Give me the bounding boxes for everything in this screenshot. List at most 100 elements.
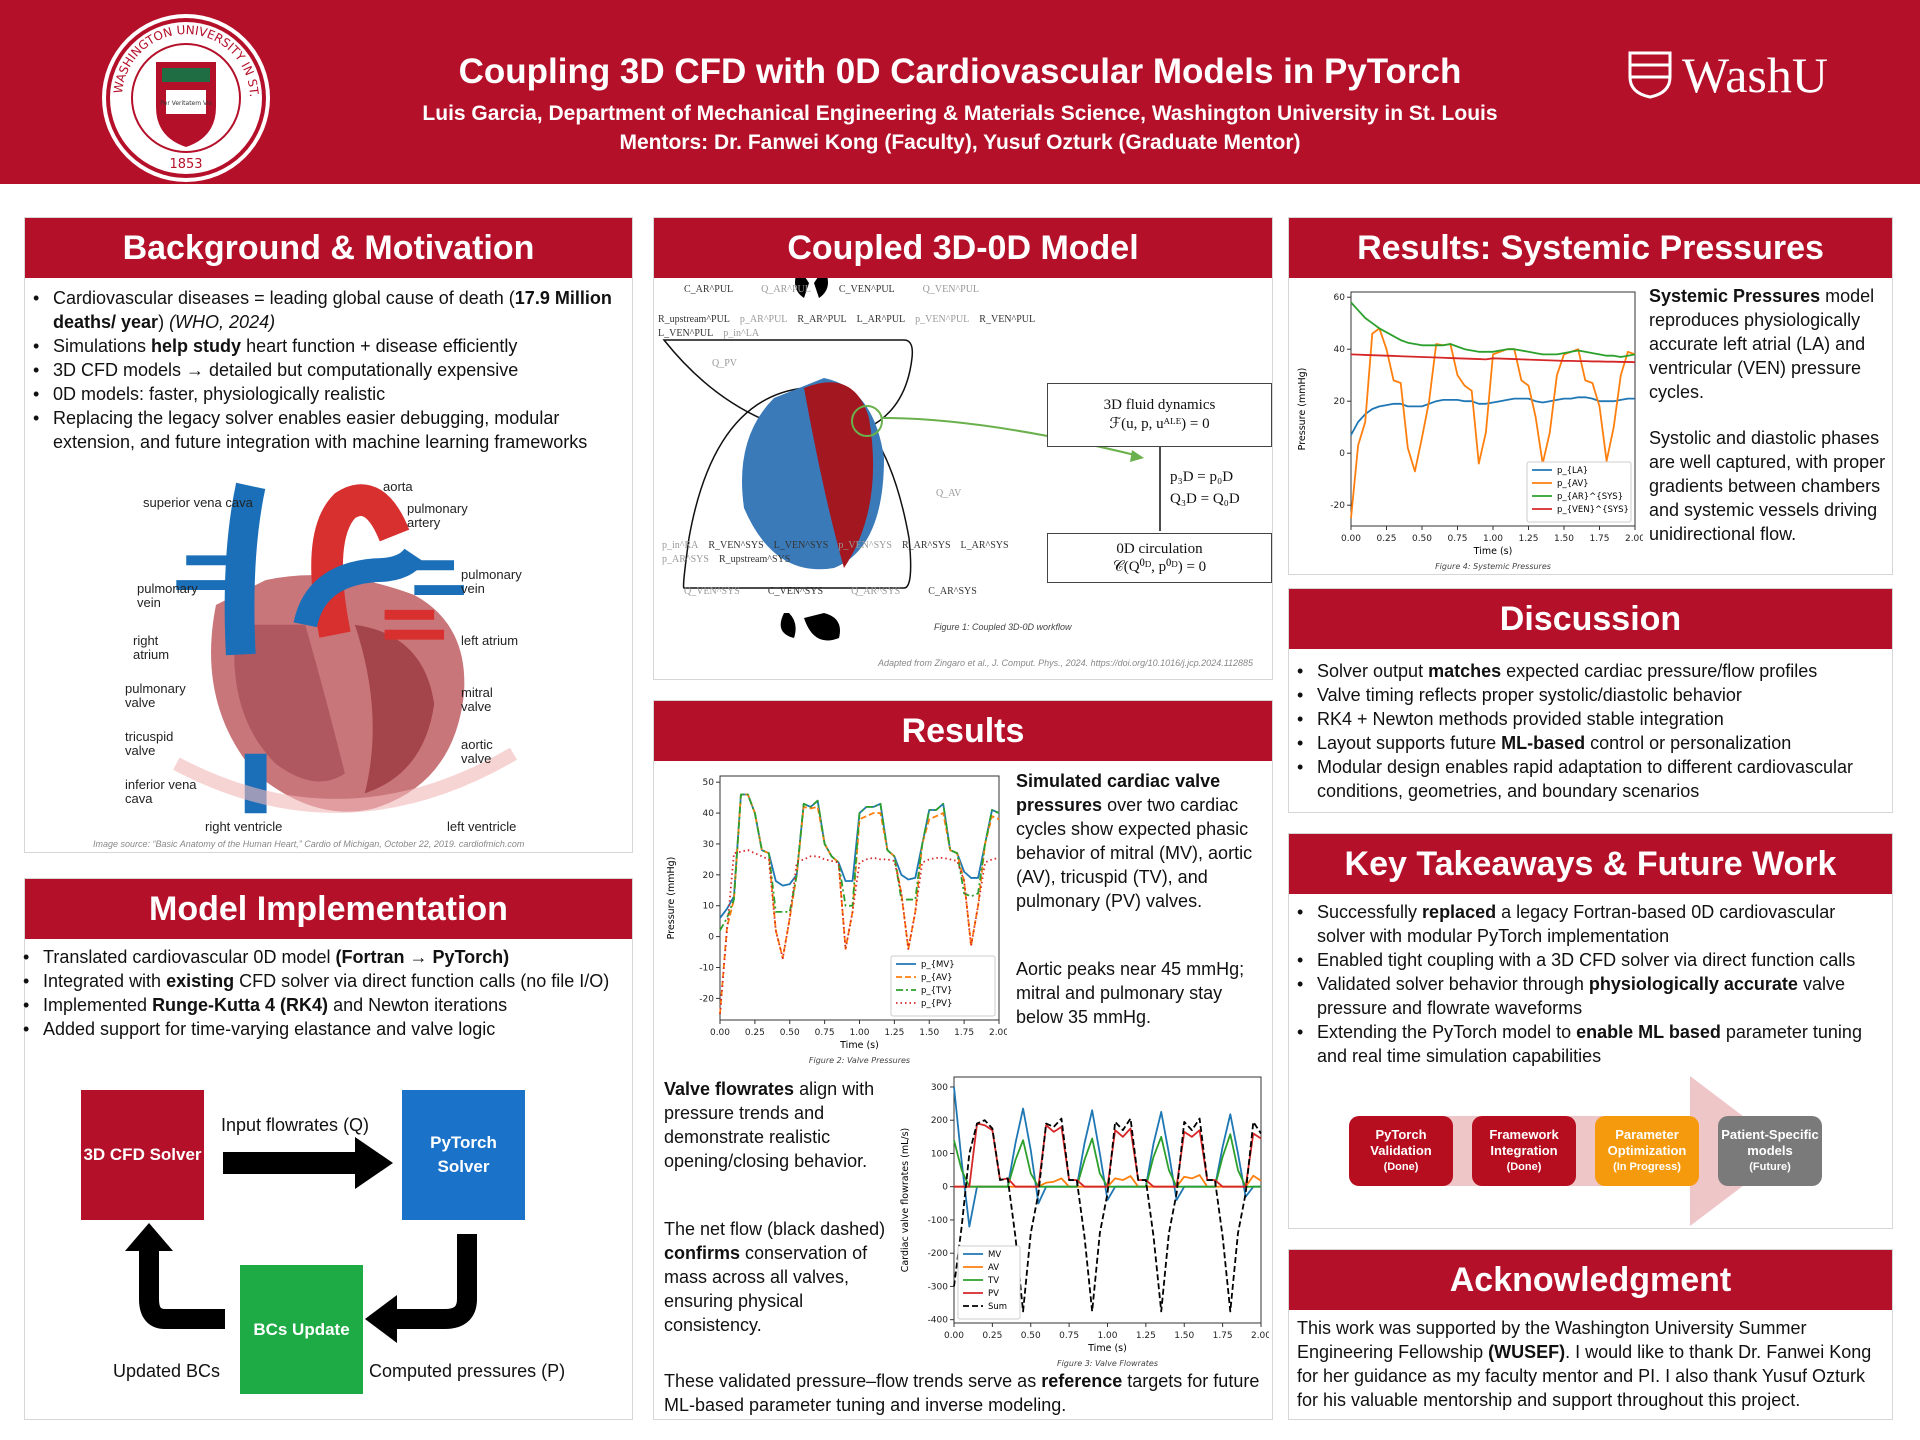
y-tick-label: 0 [708,933,714,943]
bullet-pre: Integrated with [43,971,167,991]
takeaways-panel: Key Takeaways & Future Work Successfully… [1288,833,1893,1229]
ack-bold: (WUSEF) [1488,1342,1566,1362]
systemic-paragraph-2: Systolic and diastolic phases are well c… [1649,428,1886,544]
bullet-item: Enabled tight coupling with a 3D CFD sol… [1289,948,1886,972]
bullet-item: Layout supports future ML-based control … [1289,731,1886,755]
bullet-item: 3D CFD models → detailed but computation… [25,358,628,382]
bullet-item: Added support for time-varying elastance… [15,1017,618,1041]
bullet-pre: Added support for time-varying elastance… [43,1019,496,1039]
label-tricuspid-valve: tricuspid valve [125,729,174,758]
x-tick-label: 0.25 [745,1028,765,1038]
bullet-post: a legacy Fortran-based 0D cardiovascular… [1317,902,1836,946]
x-tick-label: 1.50 [1554,534,1574,544]
y-tick-label: 10 [703,902,715,912]
p3-rest: align with pressure trends and demonstra… [664,1079,875,1171]
results-paragraph-4: The net flow (black dashed) confirms con… [664,1217,894,1337]
circuit-label: p_AR^PUL [739,314,788,325]
circuit-label: R_VEN^SYS [708,540,764,551]
x-tick-label: 1.25 [884,1028,904,1038]
circuit-label: C_VEN^SYS [767,586,824,597]
legend-box [957,1245,1021,1320]
roadmap-step: Patient-Specific models(Future) [1718,1116,1822,1186]
bullet-bold: ML-based [1501,733,1586,753]
cfd-solver-box: 3D CFD Solver [81,1090,204,1220]
circuit-label: R_AR^SYS [901,540,951,551]
x-tick-label: 1.50 [1174,1331,1194,1341]
y-tick-label: -100 [928,1216,949,1226]
implementation-bullets: Translated cardiovascular 0D model (Fort… [15,945,618,1041]
image-source-note: Image source: “Basic Anatomy of the Huma… [93,839,525,849]
roadmap-step: Framework Integration(Done) [1472,1116,1576,1186]
bullet-post: and Newton iterations [328,995,508,1015]
results-paragraph-2: Aortic peaks near 45 mmHg; mitral and pu… [1016,959,1245,1027]
legend-label: p_{MV} [921,960,955,970]
circuit-label: R_upstream^SYS [718,554,791,565]
circuit-label: p_VEN^PUL [915,314,970,325]
poster-title: Coupling 3D CFD with 0D Cardiovascular M… [458,52,1462,91]
x-axis-label: Time (s) [1473,546,1513,557]
p4-bold: confirms [664,1243,741,1263]
y-tick-label: 0 [1339,449,1345,459]
figure-caption: Figure 4: Systemic Pressures [1435,562,1551,571]
flow-arrows [125,1137,477,1343]
x-tick-label: 0.25 [1376,534,1396,544]
legend-label: MV [988,1250,1001,1260]
heart-illustration [173,482,518,814]
bullet-pre: Layout supports future [1317,733,1502,753]
bullet-bold: matches [1428,661,1502,681]
roadmap-step-label: PyTorch Validation [1370,1127,1432,1158]
author-line: Luis Garcia, Department of Mechanical En… [422,102,1498,125]
roadmap-step-status: (Future) [1749,1161,1791,1173]
background-bullets: Cardiovascular diseases = leading global… [25,286,628,454]
washu-shield-icon [1628,51,1672,99]
circuit-label: Q_VEN^SYS [684,586,740,597]
bullet-pre: 0D models: faster, physiologically reali… [53,384,386,404]
discussion-panel: Discussion Solver output matches expecte… [1288,588,1893,813]
coupled-workflow-diagram [662,278,1161,641]
bullet-ital: (WHO, 2024) [164,312,276,332]
sys-p1-bold: Systemic Pressures [1649,286,1821,306]
bullet-item: Successfully replaced a legacy Fortran-b… [1289,900,1886,948]
y-tick-label: -20 [699,994,714,1004]
y-tick-label: 200 [931,1116,948,1126]
bullet-item: Translated cardiovascular 0D model (Fort… [15,945,618,969]
pressure-coupling-eq: p₃D = p₀D [1170,469,1234,485]
series-line-pla [1350,396,1635,436]
bullet-pre: Cardiovascular diseases = leading global… [53,288,515,308]
0d-circulation-box: 0D circulation 𝒞(Q⁰ᴰ, p⁰ᴰ) = 0 [1047,533,1272,583]
p1-bold: Simulated cardiac valve pressures [1016,771,1221,815]
bullet-pre: Translated cardiovascular 0D model [43,947,336,967]
series-line-pav [719,793,1000,1014]
series-line-pav [1350,327,1636,519]
bullet-post: parameter tuning and real time simulatio… [1317,1022,1862,1066]
input-flowrates-label: Input flowrates (Q) [221,1115,370,1135]
circuit-label: C_AR^PUL [684,284,734,295]
bullet-item: 0D models: faster, physiologically reali… [25,382,628,406]
x-tick-label: 1.00 [1097,1331,1117,1341]
figure-caption: Figure 2: Valve Pressures [809,1056,910,1065]
bullet-post: CFD solver via direct function calls (no… [234,971,610,991]
bullet-item: Valve timing reflects proper systolic/di… [1289,683,1886,707]
circuit-label: p_AR^SYS [662,554,709,565]
label-aorta: aorta [383,479,413,494]
acknowledgment-text: This work was supported by the Washingto… [1297,1316,1886,1412]
y-tick-label: 20 [703,871,715,881]
bullet-post: heart function + disease efficiently [241,336,518,356]
circuit-label: C_VEN^PUL [838,284,895,295]
bullet-post: valve pressure and flowrate waveforms [1317,974,1845,1018]
bullet-item: RK4 + Newton methods provided stable int… [1289,707,1886,731]
x-tick-label: 0.00 [944,1331,964,1341]
y-tick-label: 30 [703,840,715,850]
bullet-item: Extending the PyTorch model to enable ML… [1289,1020,1886,1068]
legend-label: AV [988,1263,999,1273]
bullet-pre: Extending the PyTorch model to [1317,1022,1577,1042]
roadmap-arrow [1385,1076,1789,1226]
ack-pre: This work was supported by the Washingto… [1297,1318,1807,1362]
circuit-label: L_AR^SYS [960,540,1009,551]
bullet-bold: replaced [1422,902,1497,922]
